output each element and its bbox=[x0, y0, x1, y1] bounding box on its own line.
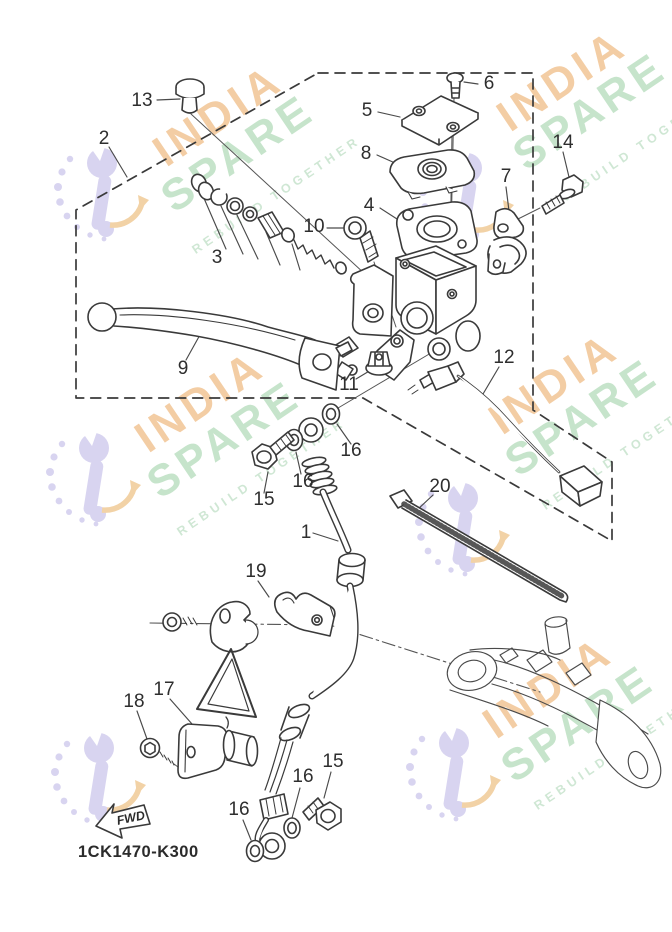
callout-18: 18 bbox=[123, 691, 145, 712]
callout-4: 4 bbox=[363, 195, 375, 216]
callout-6: 6 bbox=[483, 73, 495, 94]
part-7-clamp bbox=[487, 207, 527, 276]
callout-12: 12 bbox=[493, 347, 515, 368]
callout-2: 2 bbox=[98, 128, 110, 149]
callout-17: 17 bbox=[153, 679, 175, 700]
part-3-piston-kit bbox=[190, 173, 347, 275]
part-11-nut bbox=[365, 351, 393, 376]
part-9-brake-lever bbox=[87, 302, 353, 391]
callout-20: 20 bbox=[429, 476, 451, 497]
part-17-guide-bracket bbox=[177, 648, 259, 780]
part-14-bolt bbox=[541, 174, 584, 215]
callout-3: 3 bbox=[211, 247, 223, 268]
callout-16: 16 bbox=[292, 766, 314, 787]
part-12-brake-switch bbox=[407, 361, 603, 507]
callout-16: 16 bbox=[228, 799, 250, 820]
assembly-axis-line bbox=[149, 622, 541, 693]
part-20-cable-tie bbox=[389, 489, 569, 603]
part-5-reservoir-cap bbox=[401, 95, 479, 146]
callout-19: 19 bbox=[245, 561, 267, 582]
part-code: 1CK1470-K300 bbox=[78, 843, 199, 861]
callout-9: 9 bbox=[177, 358, 189, 379]
callout-5: 5 bbox=[361, 100, 373, 121]
callout-14: 14 bbox=[552, 132, 574, 153]
part-6-screw bbox=[446, 72, 464, 99]
callout-8: 8 bbox=[360, 143, 372, 164]
part-8-diaphragm-plate bbox=[389, 149, 476, 200]
fwd-label: FWD bbox=[115, 808, 146, 828]
callout-16: 16 bbox=[340, 440, 362, 461]
callout-16: 16 bbox=[292, 471, 314, 492]
part-1-brake-hose bbox=[254, 417, 366, 860]
callout-1: 1 bbox=[300, 522, 312, 543]
callout-15: 15 bbox=[253, 489, 275, 510]
part-18-screw bbox=[139, 737, 175, 766]
callout-13: 13 bbox=[131, 90, 153, 111]
fwd-arrow bbox=[95, 803, 151, 839]
part-10-pivot-bolt bbox=[343, 216, 379, 263]
callout-11: 11 bbox=[339, 374, 359, 395]
leader-lines bbox=[108, 81, 570, 841]
part-19-bracket bbox=[162, 591, 336, 653]
fork-under-bracket-reference bbox=[446, 616, 662, 789]
part-15-banjo-bolts bbox=[251, 431, 342, 831]
kit-boundary-dashed bbox=[75, 72, 613, 542]
callout-7: 7 bbox=[500, 166, 512, 187]
part-13-plug bbox=[175, 78, 205, 114]
callout-10: 10 bbox=[303, 216, 325, 237]
callout-15: 15 bbox=[322, 751, 344, 772]
